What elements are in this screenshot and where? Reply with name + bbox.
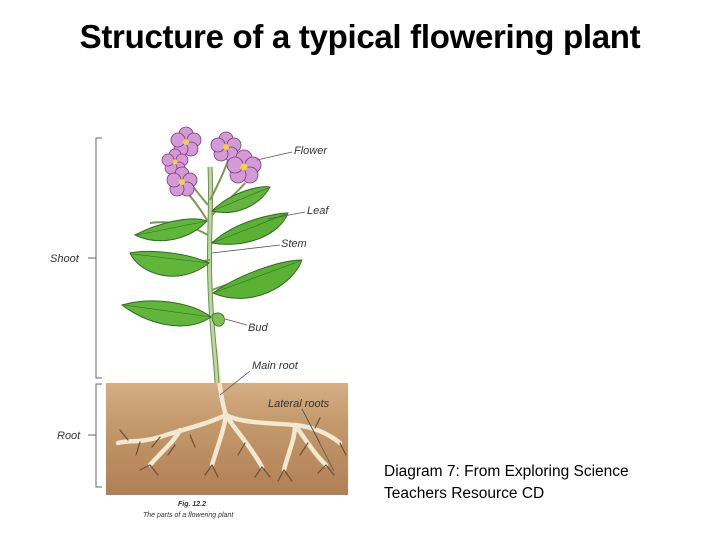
label-leaf: Leaf — [307, 205, 328, 217]
leaf-left-1 — [135, 219, 207, 241]
plant-diagram: Flower Leaf Stem Bud Main root Lateral r… — [40, 125, 370, 530]
source-caption-line-2: Teachers Resource CD — [384, 483, 704, 505]
label-bud: Bud — [248, 322, 268, 334]
stem-leader — [212, 245, 280, 253]
flower-leader — [257, 152, 292, 160]
leaf-right-2 — [213, 260, 302, 298]
slide-title: Structure of a typical flowering plant — [0, 18, 720, 56]
leaf-left-3 — [122, 301, 211, 326]
label-stem: Stem — [281, 238, 307, 250]
figure-number: Fig. 12.2 — [178, 501, 206, 508]
plant-illustration — [40, 125, 370, 530]
shoot-bracket — [96, 138, 102, 378]
label-root: Root — [57, 430, 80, 442]
label-lateral-roots: Lateral roots — [268, 398, 329, 410]
source-caption-line-1: Diagram 7: From Exploring Science — [384, 461, 704, 483]
root-bracket — [96, 384, 102, 487]
label-shoot: Shoot — [50, 253, 79, 265]
figure-caption: The parts of a flowering plant — [143, 512, 233, 519]
label-main-root: Main root — [252, 360, 298, 372]
bud-leader — [225, 319, 247, 325]
label-flower: Flower — [294, 145, 327, 157]
source-caption: Diagram 7: From Exploring Science Teache… — [384, 461, 704, 505]
